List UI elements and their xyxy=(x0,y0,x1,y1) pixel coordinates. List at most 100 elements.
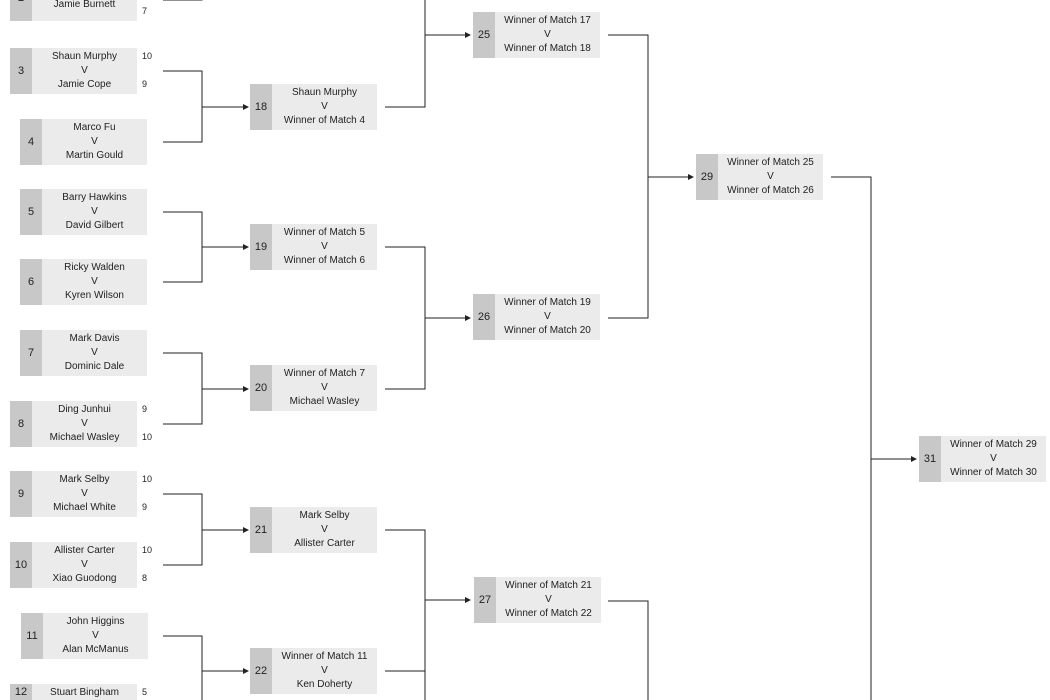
player-2: Ken Doherty xyxy=(296,679,353,690)
match-26: 26 Winner of Match 19 V Winner of Match 2… xyxy=(473,294,600,340)
versus-label: V xyxy=(81,418,88,429)
player-1: Mark Selby xyxy=(299,510,350,521)
player-1: Allister Carter xyxy=(54,545,115,556)
player-2: Martin Gould xyxy=(65,150,124,161)
versus-label: V xyxy=(92,630,99,641)
versus-label: V xyxy=(545,594,552,605)
match-number: 21 xyxy=(250,507,272,553)
match-number: 22 xyxy=(250,648,272,694)
versus-label: V xyxy=(91,136,98,147)
score-2: 9 xyxy=(142,79,148,89)
player-1: Shaun Murphy xyxy=(51,51,118,62)
connector xyxy=(385,246,426,390)
match-number: 20 xyxy=(250,365,272,411)
versus-label: V xyxy=(767,171,774,182)
match-31: 31 Winner of Match 29 V Winner of Match 3… xyxy=(919,436,1046,482)
match-number: 19 xyxy=(250,224,272,270)
player-1: Winner of Match 21 xyxy=(505,580,592,591)
versus-label: V xyxy=(544,29,551,40)
player-2: Michael Wasley xyxy=(49,432,120,443)
score-2: 10 xyxy=(142,432,153,442)
match-number: 27 xyxy=(474,577,496,623)
match-number: 31 xyxy=(919,436,941,482)
player-1: Shaun Murphy xyxy=(291,87,358,98)
match-number: 10 xyxy=(10,542,32,588)
player-2: Kyren Wilson xyxy=(65,290,124,301)
score-1: 5 xyxy=(142,687,148,697)
match-number: 25 xyxy=(473,12,495,58)
match-4: 4 Marco Fu V Martin Gould xyxy=(20,119,147,165)
match-number: 26 xyxy=(473,294,495,340)
versus-label: V xyxy=(990,453,997,464)
versus-label: V xyxy=(81,559,88,570)
versus-label: V xyxy=(81,488,88,499)
player-1: Winner of Match 25 xyxy=(727,157,814,168)
player-1: Barry Hawkins xyxy=(62,192,127,203)
score-1: 9 xyxy=(142,404,148,414)
connector xyxy=(385,0,426,108)
player-2: Allister Carter xyxy=(294,538,355,549)
player-2: Jamie Burnett xyxy=(53,0,116,10)
versus-label: V xyxy=(321,524,328,535)
player-2: Winner of Match 4 xyxy=(283,115,366,126)
match-number: 4 xyxy=(20,119,42,165)
player-2: Winner of Match 30 xyxy=(950,467,1037,478)
match-number: 2 xyxy=(10,0,32,21)
player-1: Ding Junhui xyxy=(58,404,111,415)
player-2: Michael Wasley xyxy=(289,396,360,407)
score-1: 10 xyxy=(142,545,153,555)
match-number: 11 xyxy=(21,613,43,659)
player-2: David Gilbert xyxy=(65,220,124,231)
match-number: 5 xyxy=(20,189,42,235)
connector xyxy=(831,176,872,700)
player-1: John Higgins xyxy=(66,616,125,627)
player-2: Xiao Guodong xyxy=(52,573,117,584)
score-2: 7 xyxy=(142,6,148,16)
versus-label: V xyxy=(544,311,551,322)
match-2: 2 V Jamie Burnett 7 xyxy=(10,0,147,21)
player-2: Alan McManus xyxy=(62,644,129,655)
match-12: 12 Stuart Bingham 5 xyxy=(10,684,147,700)
connector xyxy=(608,34,649,319)
connector xyxy=(163,211,203,283)
connector xyxy=(608,600,649,700)
player-1: Winner of Match 11 xyxy=(281,651,368,662)
connector xyxy=(163,493,203,566)
player-2: Dominic Dale xyxy=(64,361,125,372)
player-1: Mark Davis xyxy=(69,333,120,344)
versus-label: V xyxy=(91,276,98,287)
match-number: 6 xyxy=(20,259,42,305)
versus-label: V xyxy=(321,101,328,112)
versus-label: V xyxy=(91,206,98,217)
versus-label: V xyxy=(91,347,98,358)
player-1: Marco Fu xyxy=(73,122,116,133)
match-number: 8 xyxy=(10,401,32,447)
connector xyxy=(385,529,426,700)
player-1: Stuart Bingham xyxy=(50,687,119,698)
match-number: 9 xyxy=(10,471,32,517)
score-2: 8 xyxy=(142,573,148,583)
match-20: 20 Winner of Match 7 V Michael Wasley xyxy=(250,365,377,411)
versus-label: V xyxy=(321,382,328,393)
player-1: Winner of Match 5 xyxy=(283,227,366,238)
match-number: 12 xyxy=(10,684,32,700)
score-1: 10 xyxy=(142,51,153,61)
match-number: 3 xyxy=(10,48,32,94)
player-2: Winner of Match 20 xyxy=(504,325,591,336)
player-1: Winner of Match 29 xyxy=(950,439,1037,450)
player-1: Ricky Walden xyxy=(64,262,125,273)
versus-label: V xyxy=(321,241,328,252)
player-1: Winner of Match 7 xyxy=(283,368,366,379)
player-1: Winner of Match 19 xyxy=(504,297,591,308)
